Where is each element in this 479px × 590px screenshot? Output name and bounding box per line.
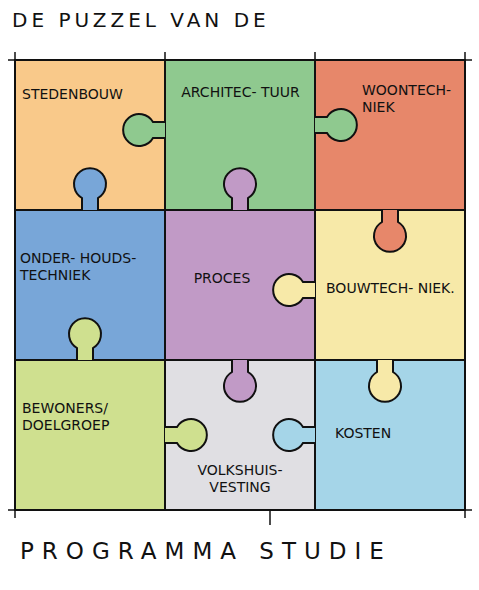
piece-label: PROCES — [176, 270, 268, 287]
diagram-caption: PROGRAMMA STUDIE — [20, 538, 392, 564]
piece-label: STEDENBOUW — [22, 86, 160, 103]
puzzle-piece: VOLKSHUIS- VESTING — [172, 462, 308, 496]
puzzle-piece: PROCES — [176, 270, 268, 287]
puzzle-piece: STEDENBOUW — [22, 86, 160, 103]
piece-label: BEWONERS/ DOELGROEP — [22, 400, 160, 434]
diagram-title: DE PUZZEL VAN DE — [12, 8, 270, 32]
puzzle-piece: ARCHITEC- TUUR — [178, 84, 303, 101]
puzzle-piece: BEWONERS/ DOELGROEP — [22, 400, 160, 434]
piece-label: ONDER- HOUDS- TECHNIEK — [20, 250, 160, 284]
piece-label: ARCHITEC- TUUR — [178, 84, 303, 101]
piece-label: KOSTEN — [335, 425, 460, 442]
puzzle-piece: WOONTECH- NIEK — [362, 82, 460, 116]
piece-label: VOLKSHUIS- VESTING — [172, 462, 308, 496]
puzzle-piece: BOUWTECH- NIEK. — [326, 280, 460, 297]
piece-label: BOUWTECH- NIEK. — [326, 280, 460, 297]
puzzle-piece: ONDER- HOUDS- TECHNIEK — [20, 250, 160, 284]
puzzle-piece: KOSTEN — [335, 425, 460, 442]
piece-label: WOONTECH- NIEK — [362, 82, 460, 116]
